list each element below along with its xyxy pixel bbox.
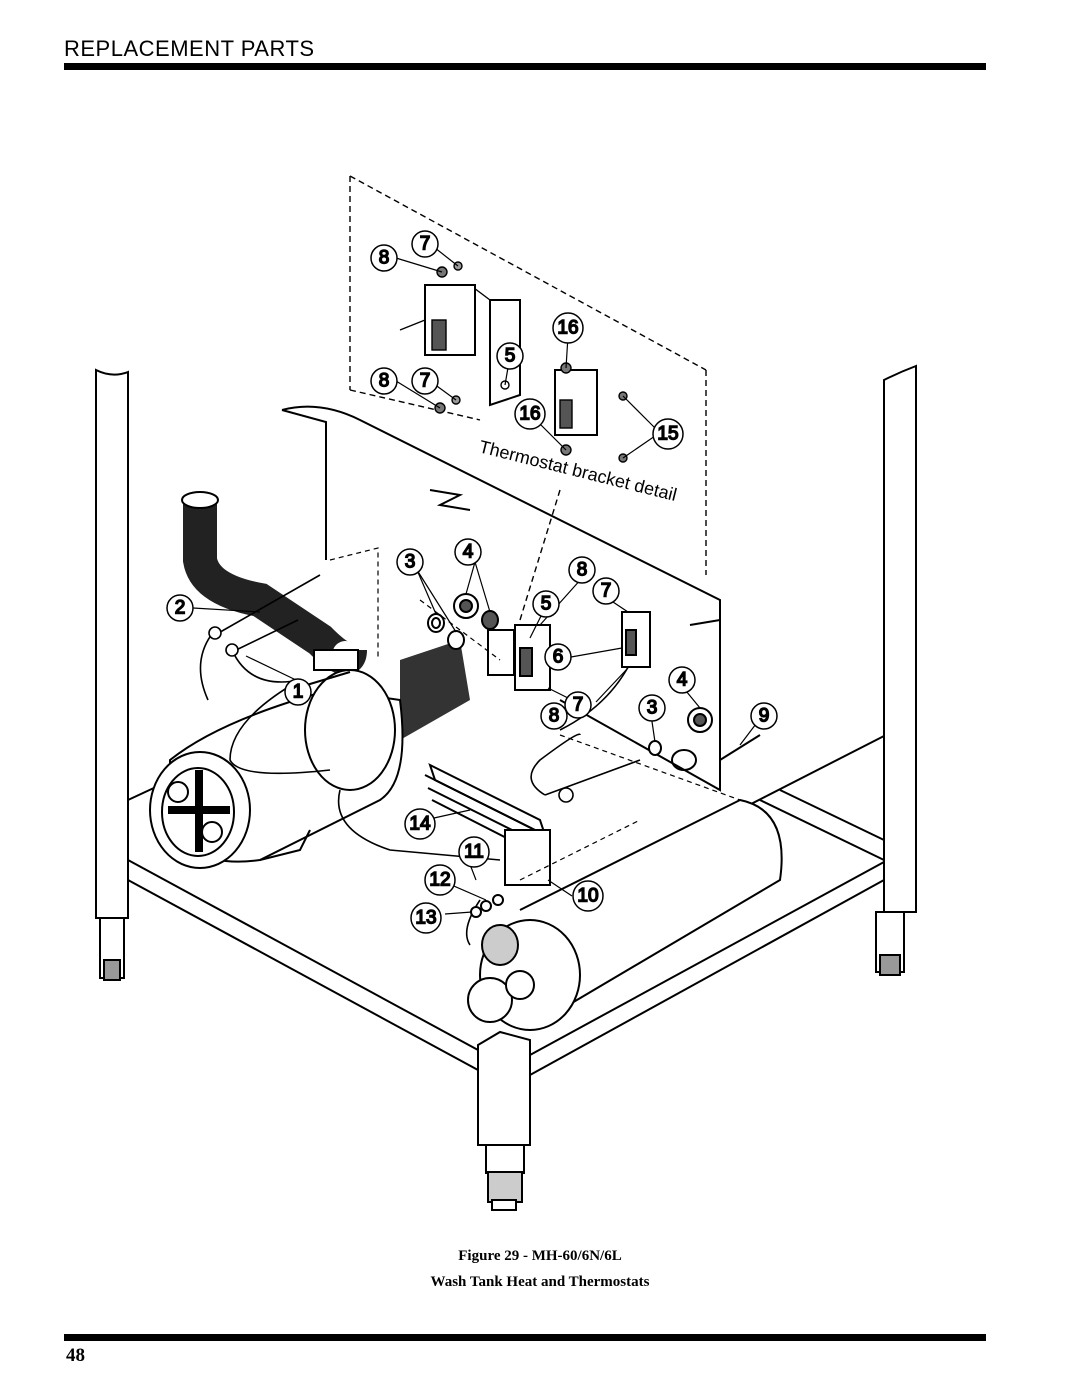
callout-2: 2 bbox=[175, 598, 186, 619]
callout-10: 10 bbox=[577, 886, 598, 907]
page-number: 48 bbox=[66, 1345, 85, 1366]
callout-7: 7 bbox=[601, 581, 612, 602]
callout-7: 7 bbox=[420, 234, 431, 255]
callout-8: 8 bbox=[549, 706, 560, 727]
callout-16: 16 bbox=[557, 318, 578, 339]
callout-7: 7 bbox=[573, 695, 584, 716]
callout-1: 1 bbox=[293, 682, 304, 703]
leader-lines bbox=[192, 243, 763, 915]
page-header-title: REPLACEMENT PARTS bbox=[64, 36, 315, 61]
pump-motor bbox=[149, 669, 404, 869]
callout-6: 6 bbox=[553, 647, 564, 668]
figure-caption-title: Figure 29 - MH-60/6N/6L bbox=[458, 1248, 622, 1264]
callout-8: 8 bbox=[577, 560, 588, 581]
thermostat-bracket-detail bbox=[349, 175, 707, 621]
callout-14: 14 bbox=[409, 814, 431, 835]
callout-12: 12 bbox=[429, 870, 450, 891]
callout-8: 8 bbox=[379, 371, 390, 392]
footer-rule bbox=[64, 1334, 986, 1341]
callout-4: 4 bbox=[677, 670, 688, 691]
heater-element bbox=[424, 763, 551, 886]
callout-8: 8 bbox=[379, 248, 390, 269]
control-panel bbox=[281, 405, 721, 792]
callout-3: 3 bbox=[647, 698, 658, 719]
drain-hose bbox=[181, 491, 470, 740]
callouts: 8 7 8 7 16 5 16 15 2 1 3 4 8 7 5 6 4 8 7… bbox=[166, 230, 778, 934]
callout-5: 5 bbox=[541, 594, 552, 615]
wash-tank bbox=[467, 798, 783, 1031]
callout-11: 11 bbox=[464, 842, 484, 863]
assembly-lines bbox=[329, 547, 741, 881]
callout-15: 15 bbox=[657, 424, 678, 445]
callout-3: 3 bbox=[405, 552, 416, 573]
callout-13: 13 bbox=[415, 908, 436, 929]
figure-caption-subtitle: Wash Tank Heat and Thermostats bbox=[430, 1274, 650, 1290]
control-thermostats bbox=[487, 611, 651, 691]
cabinet-frame bbox=[95, 364, 917, 1211]
header-rule bbox=[64, 63, 986, 70]
callout-5: 5 bbox=[505, 346, 516, 367]
callout-16: 16 bbox=[519, 404, 540, 425]
callout-7: 7 bbox=[420, 371, 431, 392]
callout-9: 9 bbox=[759, 706, 770, 727]
callout-4: 4 bbox=[463, 542, 474, 563]
